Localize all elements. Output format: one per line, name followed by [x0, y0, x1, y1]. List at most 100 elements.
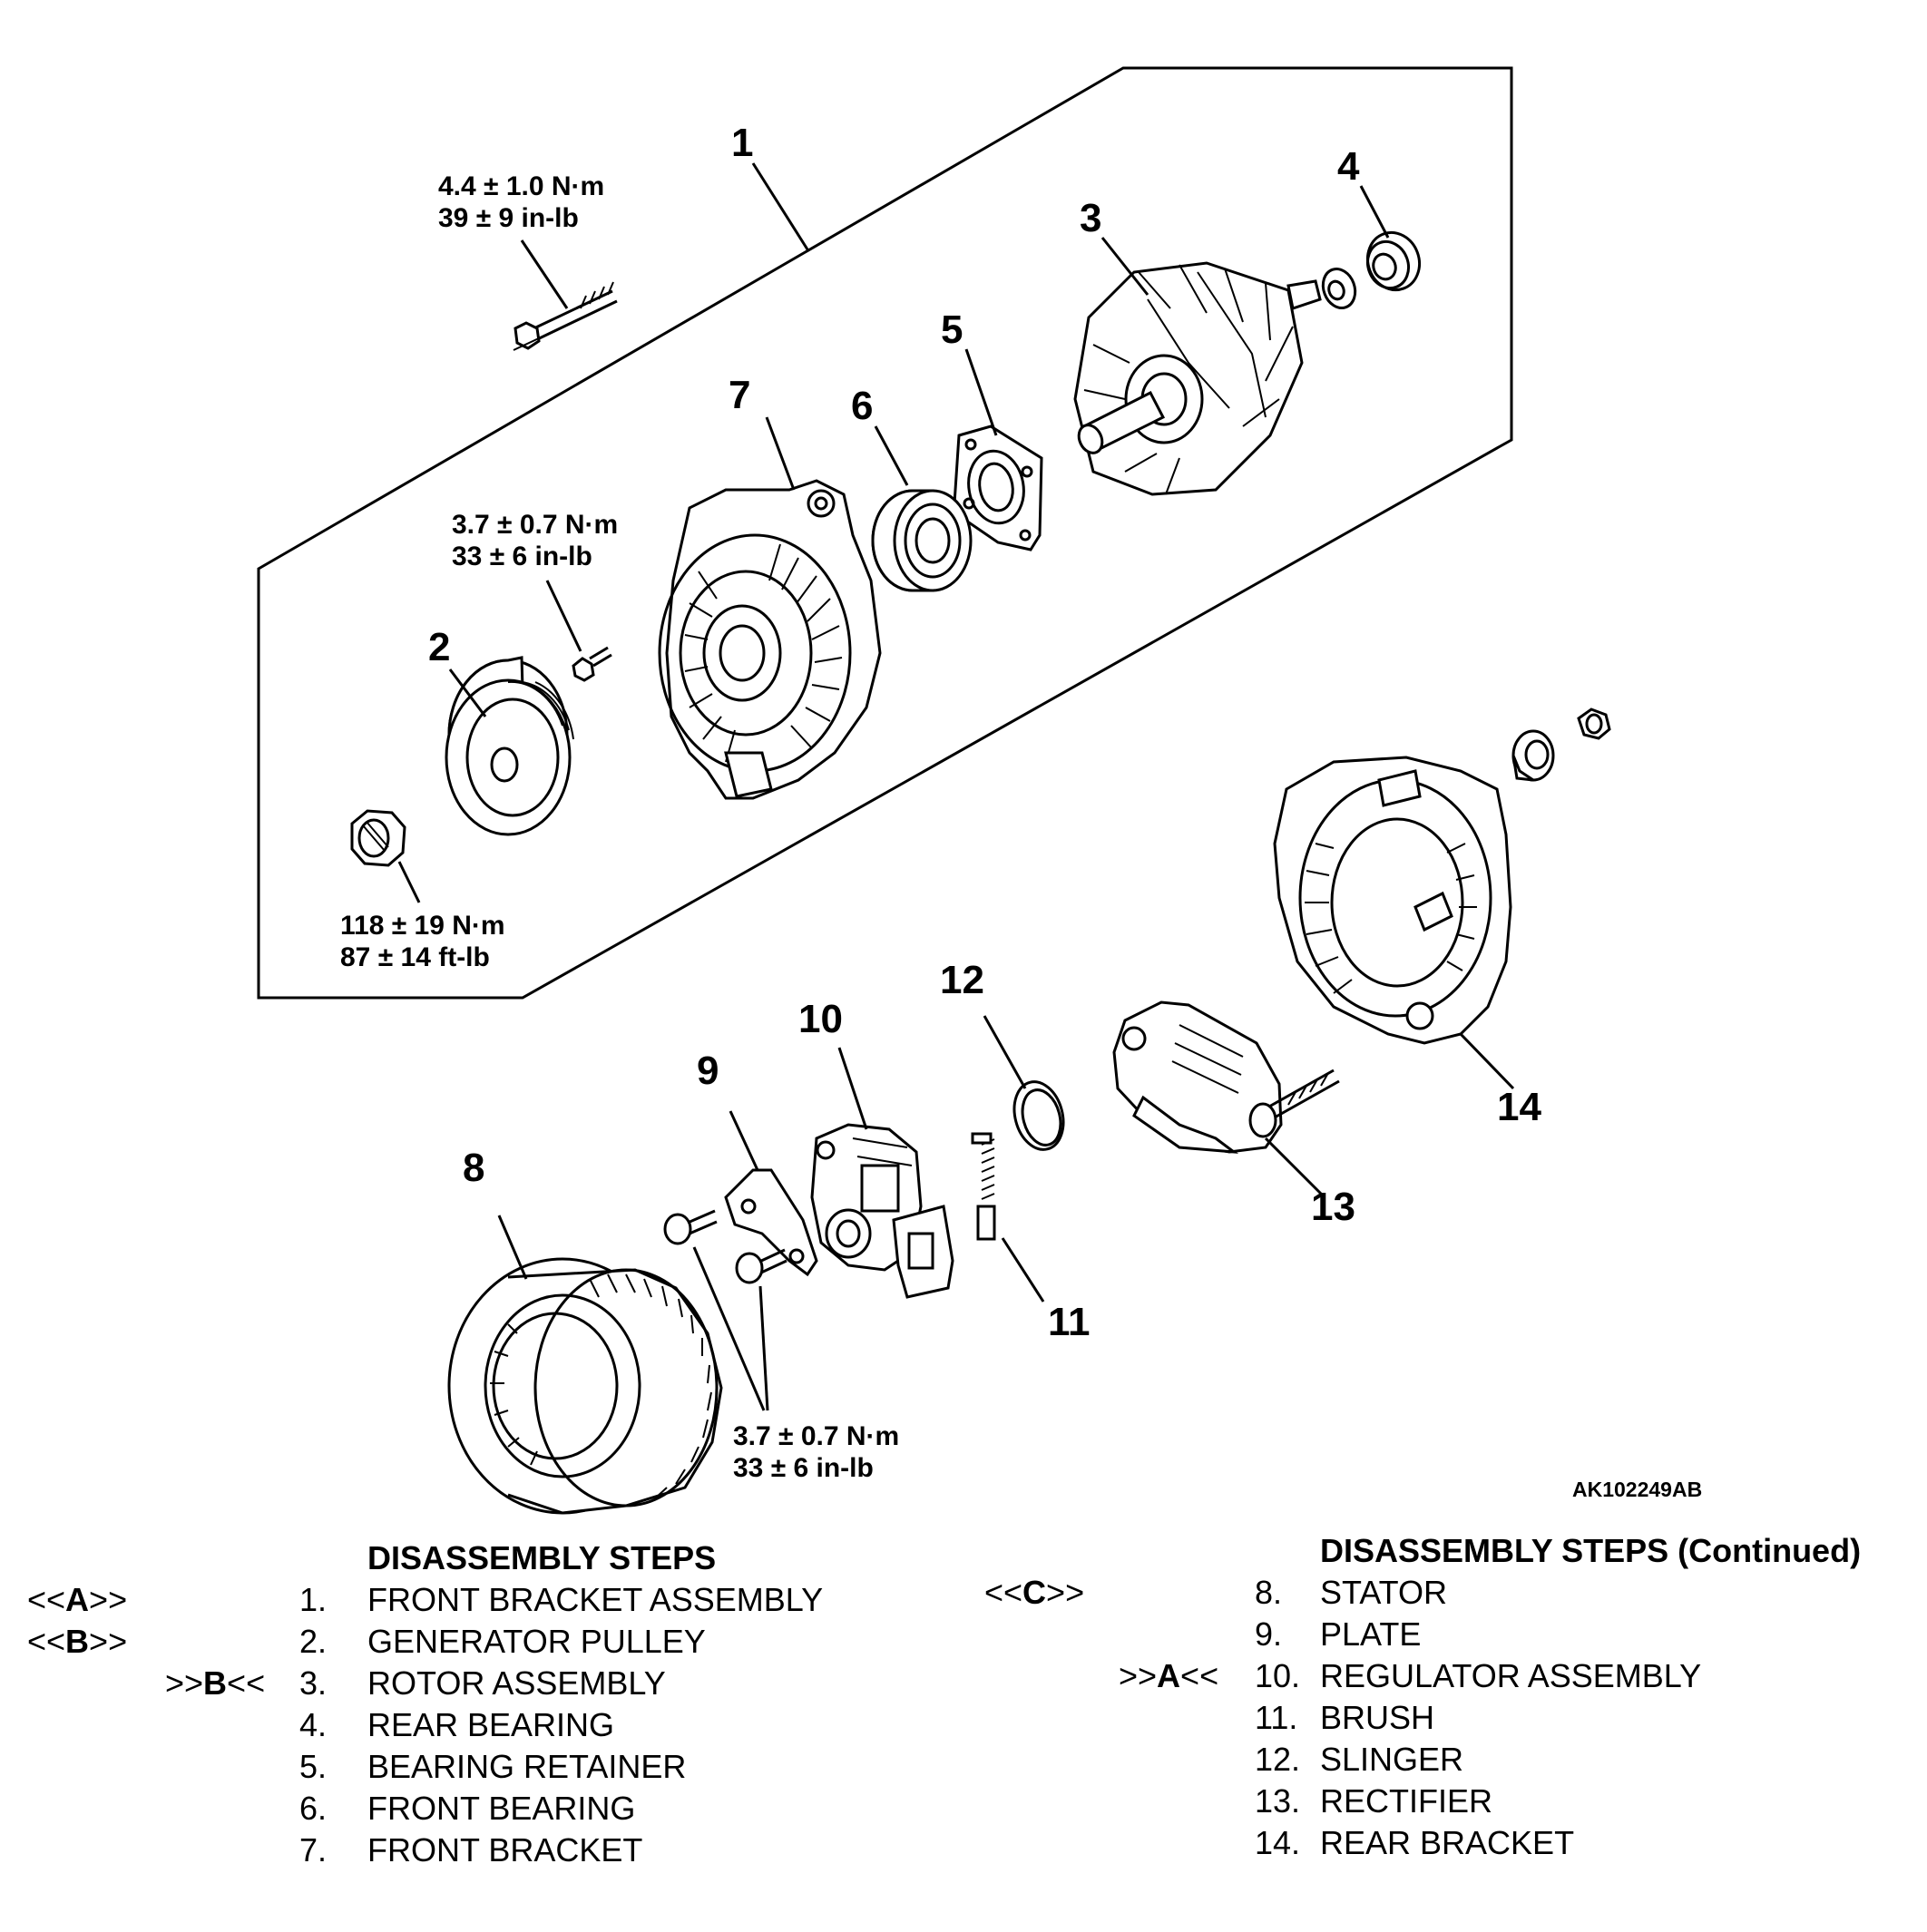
step-name: FRONT BRACKET: [367, 1831, 643, 1869]
steps-right-heading: DISASSEMBLY STEPS (Continued): [1320, 1532, 1862, 1569]
step-name: REAR BEARING: [367, 1706, 615, 1743]
step-row: >>A<<10.REGULATOR ASSEMBLY: [984, 1655, 1919, 1697]
step-row: 5.BEARING RETAINER: [27, 1746, 953, 1788]
callout-12: 12: [940, 958, 984, 1002]
exploded-view-diagram: 1 2 3 4 5 6 7 8 9 10 11 12 13 14 4.4 ± 1…: [257, 66, 1702, 1515]
code-suffix: <<: [227, 1664, 266, 1702]
step-reference-code: <<A>>: [27, 1579, 127, 1621]
stator: [447, 1257, 723, 1515]
pulley-nut: [350, 809, 406, 867]
regulator-assembly: [810, 1123, 954, 1299]
code-letter: B: [203, 1664, 228, 1702]
disassembly-steps-left: DISASSEMBLY STEPS <<A>>1.FRONT BRACKET A…: [27, 1537, 953, 1871]
step-row: 9. PLATE: [984, 1614, 1919, 1655]
code-suffix: >>: [89, 1581, 128, 1618]
step-name: REAR BRACKET: [1320, 1824, 1575, 1861]
callout-9: 9: [697, 1049, 719, 1093]
step-number: 6.: [299, 1790, 328, 1827]
torque-bolt-inlb: 39 ± 9 in-lb: [438, 203, 579, 233]
brush: [971, 1132, 996, 1241]
step-name: FRONT BEARING: [367, 1790, 636, 1827]
step-reference-code: >>B<<: [165, 1663, 265, 1704]
callout-1: 1: [731, 121, 753, 165]
callout-13: 13: [1311, 1185, 1355, 1229]
step-reference-code: <<B>>: [27, 1621, 127, 1663]
step-row: 13.RECTIFIER: [984, 1781, 1919, 1822]
code-letter: B: [65, 1623, 90, 1660]
small-screw: [572, 646, 612, 682]
slinger: [1012, 1080, 1065, 1151]
step-row: 7. FRONT BRACKET: [27, 1830, 953, 1871]
torque-bolt-nm: 4.4 ± 1.0 N·m: [438, 171, 604, 201]
step-row: <<C>> 8. STATOR: [984, 1572, 1919, 1614]
code-letter: A: [1157, 1657, 1181, 1694]
callout-3: 3: [1080, 196, 1101, 240]
step-name: ROTOR ASSEMBLY: [367, 1664, 666, 1702]
callout-2: 2: [428, 625, 450, 669]
step-name: BEARING RETAINER: [367, 1748, 687, 1785]
step-number: 13.: [1255, 1782, 1301, 1820]
step-reference-code: >>A<<: [1119, 1655, 1218, 1697]
step-row: 4. REAR BEARING: [27, 1704, 953, 1746]
code-prefix: >>: [1119, 1657, 1158, 1694]
torque-screw-nm: 3.7 ± 0.7 N·m: [452, 510, 618, 540]
rear-bearing: [1321, 230, 1421, 309]
code-prefix: <<: [984, 1574, 1023, 1611]
step-number: 1.: [299, 1581, 328, 1618]
step-number: 3.: [299, 1664, 328, 1702]
step-row: <<A>> 1. FRONT BRACKET ASSEMBLY: [27, 1579, 953, 1621]
step-name: PLATE: [1320, 1615, 1422, 1653]
step-row: 6. FRONT BEARING: [27, 1788, 953, 1830]
step-reference-code: <<C>>: [984, 1572, 1084, 1614]
callout-7: 7: [729, 373, 750, 417]
callout-6: 6: [851, 384, 873, 428]
front-bearing: [871, 489, 973, 592]
code-prefix: <<: [27, 1623, 66, 1660]
step-row: 11. BRUSH: [984, 1697, 1919, 1739]
code-letter: A: [65, 1581, 90, 1618]
rear-terminal-parts: [1511, 707, 1611, 782]
step-number: 7.: [299, 1831, 328, 1869]
callout-14: 14: [1497, 1085, 1541, 1129]
code-suffix: >>: [1046, 1574, 1085, 1611]
step-number: 2.: [299, 1623, 328, 1660]
step-number: 12.: [1255, 1741, 1301, 1778]
step-number: 14.: [1255, 1824, 1301, 1861]
step-row: 12.SLINGER: [984, 1739, 1919, 1781]
code-suffix: >>: [89, 1623, 128, 1660]
step-row: >>B<< 3. ROTOR ASSEMBLY: [27, 1663, 953, 1704]
torque-screw-inlb: 33 ± 6 in-lb: [452, 542, 592, 571]
step-name: BRUSH: [1320, 1699, 1435, 1736]
step-name: FRONT BRACKET ASSEMBLY: [367, 1581, 824, 1618]
rectifier: [1112, 1000, 1340, 1154]
rotor-assembly: [1073, 261, 1322, 496]
front-bracket-assembly-boundary: [257, 66, 1513, 1000]
plate: [724, 1168, 818, 1277]
step-row: <<B>> 2. GENERATOR PULLEY: [27, 1621, 953, 1663]
regulator-screws: [663, 1209, 787, 1284]
step-name: GENERATOR PULLEY: [367, 1623, 706, 1660]
rear-bracket: [1273, 756, 1512, 1045]
torque-reg-inlb: 33 ± 6 in-lb: [733, 1453, 874, 1483]
torque-nut-ftlb: 87 ± 14 ft-lb: [340, 942, 490, 972]
bearing-retainer: [953, 424, 1043, 551]
code-prefix: <<: [27, 1581, 66, 1618]
callout-11: 11: [1048, 1300, 1091, 1344]
callout-4: 4: [1337, 144, 1360, 189]
callout-10: 10: [798, 997, 843, 1041]
long-bolt: [513, 281, 618, 351]
step-name: REGULATOR ASSEMBLY: [1320, 1657, 1702, 1694]
torque-reg-nm: 3.7 ± 0.7 N·m: [733, 1421, 899, 1451]
code-suffix: <<: [1180, 1657, 1219, 1694]
step-number: 8.: [1255, 1574, 1283, 1611]
torque-nut-nm: 118 ± 19 N·m: [340, 911, 505, 941]
generator-pulley: [445, 656, 574, 836]
disassembly-steps-right: DISASSEMBLY STEPS (Continued) <<C>> 8. STA…: [984, 1530, 1919, 1864]
step-number: 11.: [1255, 1699, 1298, 1736]
step-number: 4.: [299, 1706, 328, 1743]
figure-id: AK102249AB: [1572, 1478, 1702, 1501]
front-bracket: [658, 479, 882, 800]
step-number: 9.: [1255, 1615, 1283, 1653]
leader-lines: [397, 162, 1515, 1411]
step-name: STATOR: [1320, 1574, 1448, 1611]
